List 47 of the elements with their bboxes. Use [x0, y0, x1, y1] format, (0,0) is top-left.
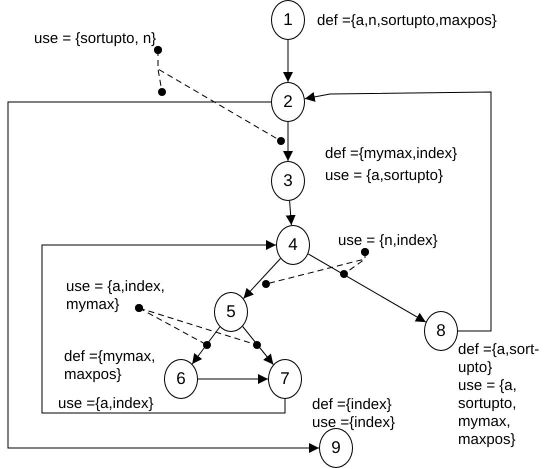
- node-circle: [164, 359, 198, 399]
- junction-dot: [158, 88, 166, 96]
- arrow: [308, 253, 426, 323]
- def-use-note: def ={a,n,sortupto,maxpos}: [317, 12, 498, 30]
- node-number: 5: [226, 302, 236, 322]
- node-circle: [276, 225, 310, 265]
- node-number: 9: [331, 438, 341, 458]
- junction-dot: [203, 341, 211, 349]
- arrow: [8, 102, 320, 453]
- leader-line: [154, 46, 278, 140]
- def-use-note: def ={mymax, maxpos}: [64, 348, 156, 384]
- use-set-note: use = {n,index}: [338, 232, 438, 249]
- use-set-note: use = {a,index, mymax}: [66, 278, 165, 313]
- node-number: 3: [283, 171, 293, 191]
- junction-dot: [340, 270, 348, 278]
- arrow: [286, 200, 296, 226]
- node-number: 7: [280, 369, 290, 389]
- def-use-note: def ={mymax,index}: [325, 145, 458, 163]
- junction-dot: [262, 280, 270, 288]
- arrow: [304, 92, 492, 332]
- node-circle: [271, 0, 305, 40]
- node-number: 2: [283, 92, 293, 112]
- arrow: [42, 240, 286, 414]
- def-use-note: def ={index}: [312, 396, 393, 414]
- node-number: 8: [436, 321, 446, 341]
- arrow: [192, 326, 220, 364]
- junction-dot: [277, 137, 285, 145]
- node-number: 1: [283, 10, 293, 30]
- arrow: [283, 122, 293, 162]
- node-circle: [268, 359, 302, 399]
- def-use-note: use ={index}: [312, 414, 396, 432]
- arrow: [198, 374, 268, 384]
- def-use-note: use = {a, sortupto, mymax, maxpos}: [458, 377, 518, 449]
- arrow: [242, 326, 274, 365]
- node-number: 4: [288, 235, 298, 255]
- arrow: [243, 258, 281, 299]
- junction-dot: [253, 341, 261, 349]
- leader-line: [346, 248, 369, 272]
- node-number: 6: [176, 369, 186, 389]
- def-use-note: use ={a,index}: [58, 395, 155, 413]
- def-use-note: use = {a,sortupto}: [325, 167, 444, 185]
- use-set-note: use = {sortupto, n}: [34, 30, 156, 47]
- node-circle: [424, 311, 458, 351]
- arrow: [283, 40, 293, 82]
- node-circle: [271, 161, 305, 201]
- node-circle: [214, 292, 248, 332]
- node-circle: [271, 82, 305, 122]
